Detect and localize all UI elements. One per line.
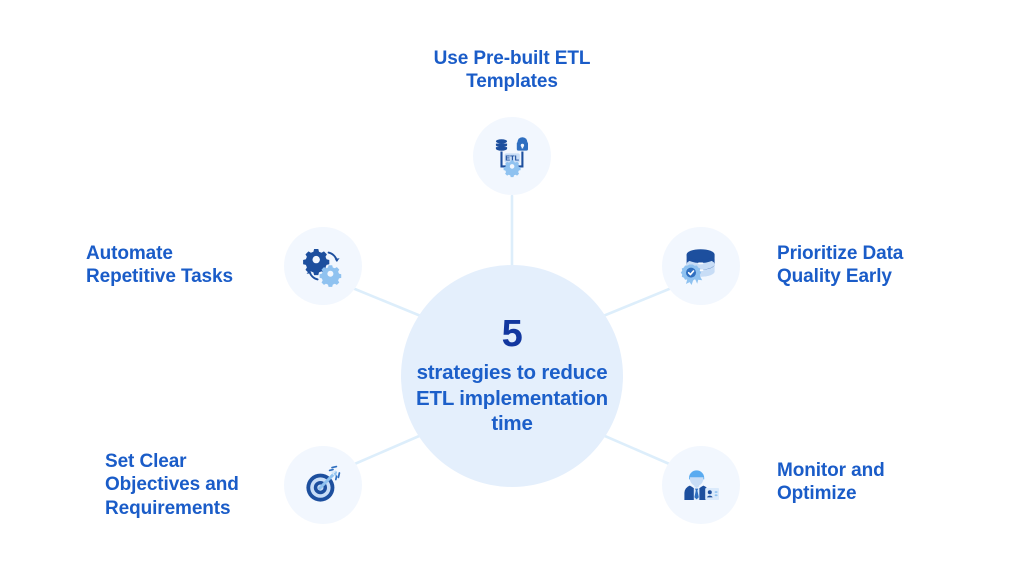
etl-label-box: ETL	[504, 153, 520, 163]
person-id-badge-icon	[678, 462, 724, 508]
node-use-pre-built-etl-templates[interactable]: ETL	[473, 117, 551, 195]
gears-refresh-icon	[300, 243, 346, 289]
target-dart-icon	[300, 462, 346, 508]
etl-pipeline-icon: ETL	[489, 133, 535, 179]
gear-light-shape	[319, 265, 342, 287]
node-automate-repetitive-tasks[interactable]	[284, 227, 362, 305]
refresh-arrow-head-up	[306, 270, 312, 274]
server-box-shape	[516, 137, 528, 151]
label-set-clear-objectives-and-requirements: Set Clear Objectives and Requirements	[105, 451, 239, 519]
hub-number: 5	[501, 312, 523, 355]
database-quality-badge-icon	[678, 243, 724, 289]
label-use-pre-built-etl-templates: Use Pre-built ETL Templates	[433, 48, 591, 93]
label-prioritize-data-quality-early: Prioritize Data Quality Early	[777, 243, 904, 288]
node-monitor-and-optimize[interactable]	[662, 446, 740, 524]
database-cylinder-shape	[495, 139, 508, 151]
id-card-shape	[705, 488, 719, 500]
refresh-arrow-head-down	[334, 258, 340, 262]
dart-shape	[318, 465, 341, 490]
gear-shape	[503, 160, 521, 178]
node-prioritize-data-quality-early[interactable]	[662, 227, 740, 305]
hub-caption: strategies to reduce ETL implementation …	[416, 360, 608, 436]
etl-icon-text: ETL	[505, 153, 519, 162]
center-hub: 5 strategies to reduce ETL implementatio…	[401, 265, 623, 487]
quality-badge-shape	[680, 264, 703, 285]
motion-lines	[328, 465, 341, 481]
label-automate-repetitive-tasks: Automate Repetitive Tasks	[86, 243, 233, 288]
label-monitor-and-optimize: Monitor and Optimize	[777, 460, 885, 505]
node-set-clear-objectives-and-requirements[interactable]	[284, 446, 362, 524]
person-shape	[684, 470, 709, 500]
check-mark	[687, 270, 695, 276]
